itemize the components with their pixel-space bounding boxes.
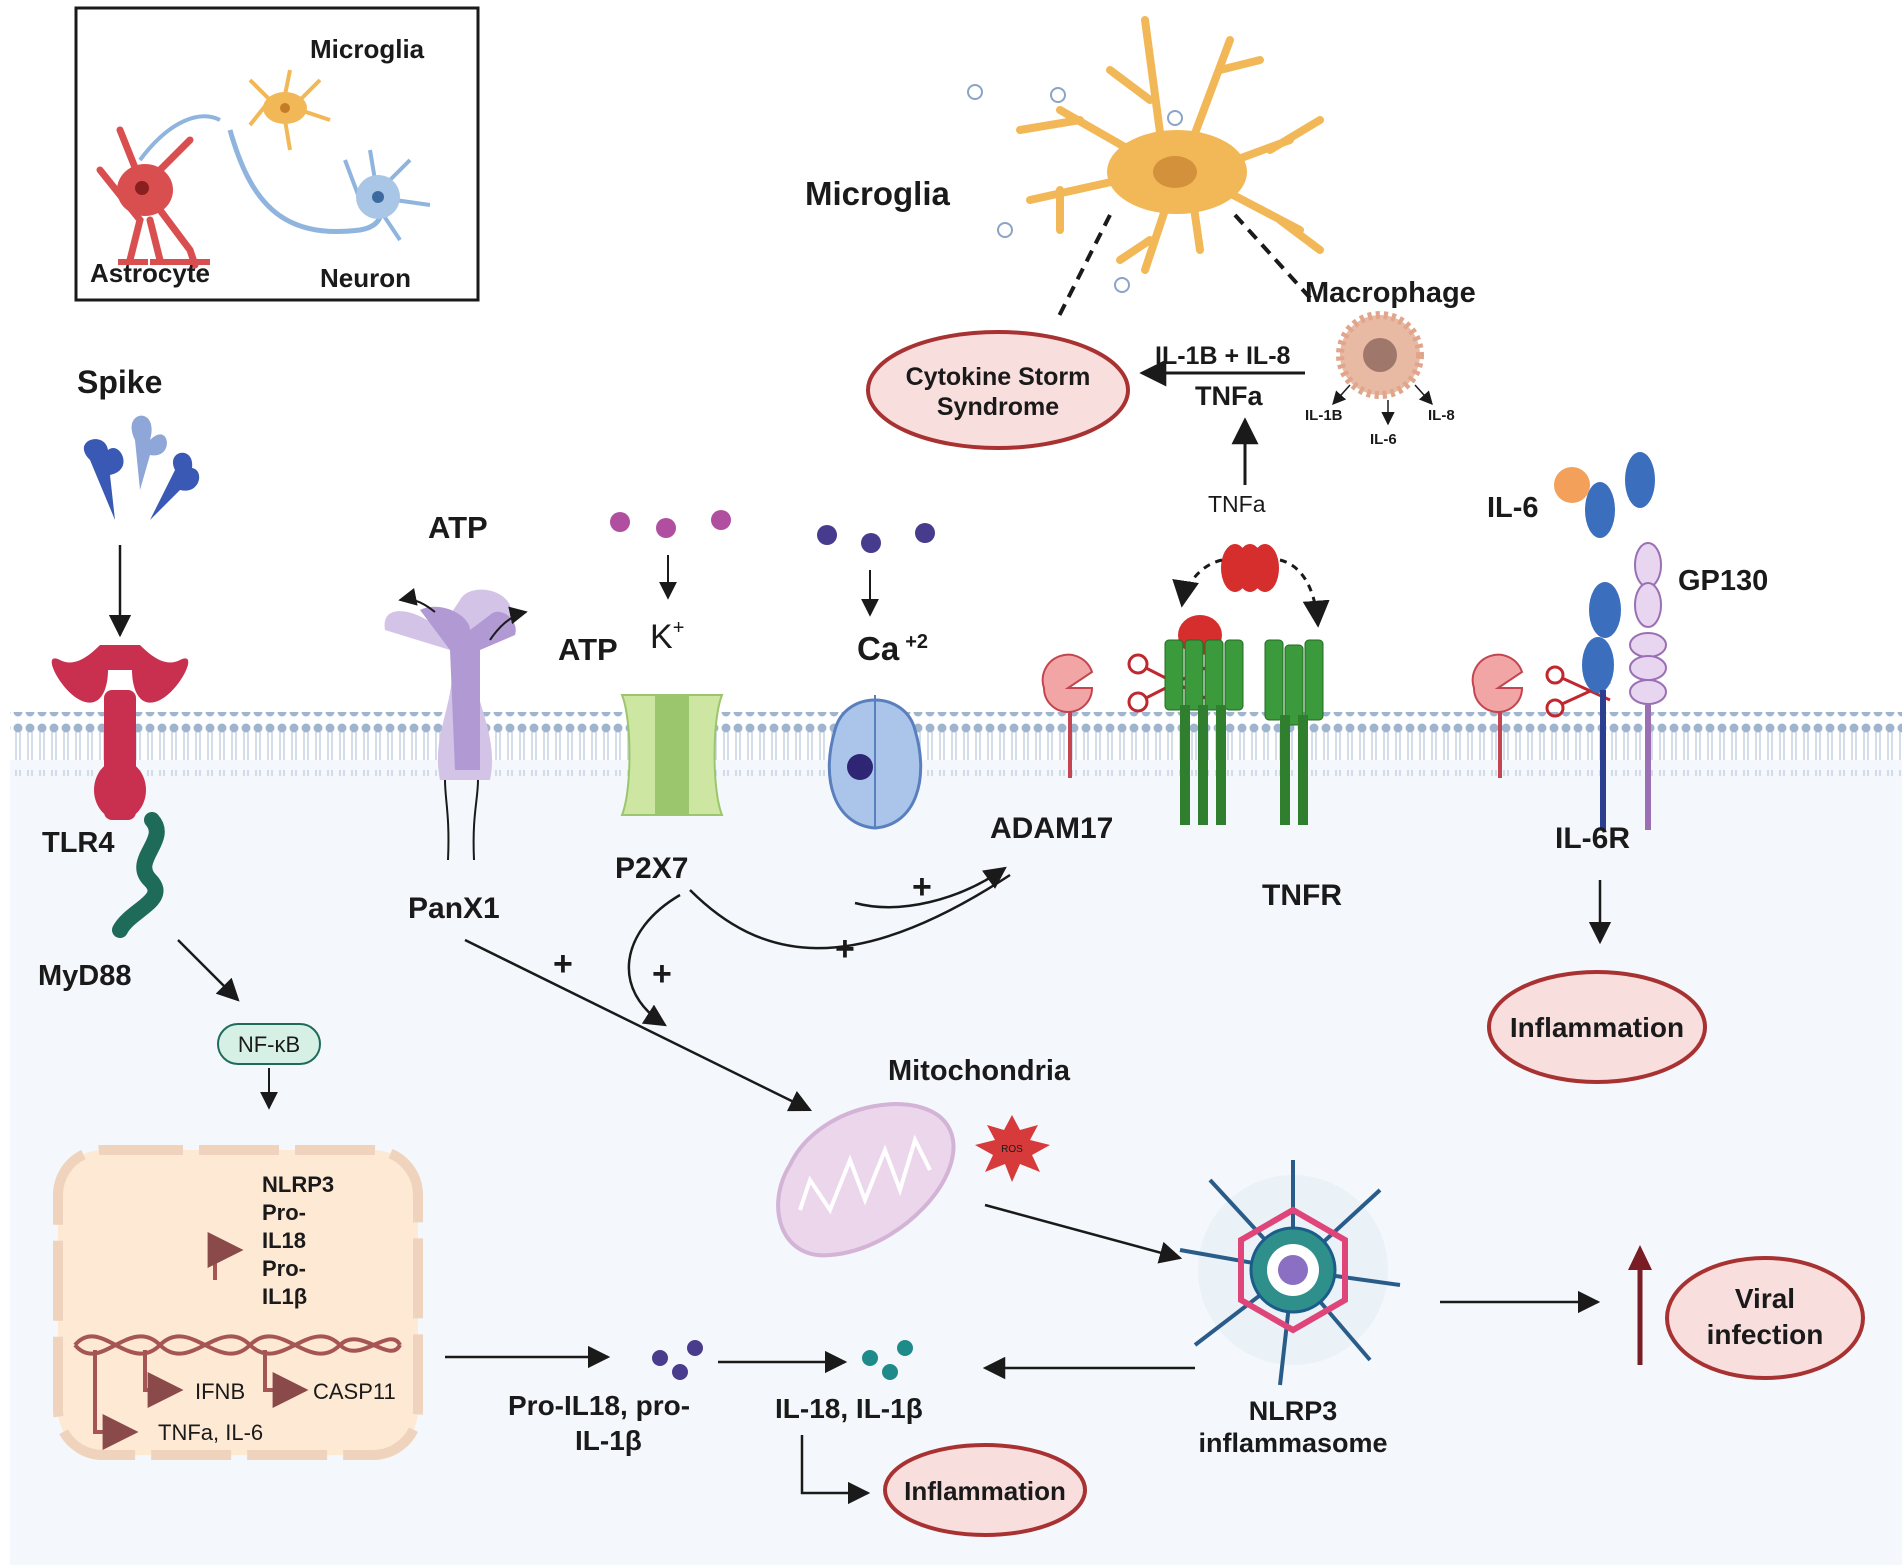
mature-cytokine-dots — [862, 1340, 913, 1380]
k-ion-label: K+ — [650, 617, 684, 656]
tnfr-label: TNFR — [1262, 879, 1342, 912]
ca-ion-label: Ca+2 — [857, 630, 928, 667]
mitochondria-icon — [776, 1102, 956, 1258]
inset-microglia-icon — [248, 69, 331, 151]
cytokine-storm-bubble: Cytokine Storm Syndrome — [866, 330, 1130, 450]
tnfr-right-icon — [1264, 639, 1324, 825]
il6-ligand-icon — [1554, 452, 1655, 538]
nfkb-badge: NF-κB — [217, 1023, 321, 1065]
cell-membrane — [10, 712, 1902, 776]
panx1-channel-icon — [384, 588, 528, 861]
tnfa-il6-label: TNFa, IL-6 — [158, 1420, 263, 1445]
gene-line-5: IL1β — [262, 1284, 307, 1309]
microglia-label: Microglia — [805, 175, 951, 212]
myd88-icon — [112, 812, 165, 938]
panx1-label: PanX1 — [408, 892, 500, 925]
astrocyte-icon — [96, 126, 210, 269]
gene-line-4: Pro- — [262, 1256, 306, 1281]
gene-line-2: Pro- — [262, 1200, 306, 1225]
arrow-p2x7-adam17 — [689, 873, 1011, 950]
il6r-label: IL-6R — [1555, 822, 1630, 855]
dashed-arrow-left — [1172, 558, 1223, 608]
inset-neuron-label: Neuron — [320, 263, 411, 293]
atp-label-side: ATP — [558, 632, 618, 667]
arrow-panx1-mito — [464, 938, 813, 1112]
tnfr-left-icon — [1164, 615, 1244, 825]
ros-burst-icon: ROS — [975, 1115, 1050, 1182]
arrow-mito-nlrp3 — [984, 1203, 1183, 1264]
spike-protein-icon — [83, 415, 200, 520]
p2x7-channel-icon — [620, 694, 724, 816]
tlr4-label: TLR4 — [42, 827, 115, 859]
il6r-receptor-icon — [1582, 582, 1621, 830]
plus-sign-3: + — [835, 930, 855, 968]
arrow-ca-adam17 — [854, 866, 1007, 909]
inflammation-bubble-right: Inflammation — [1487, 970, 1707, 1084]
svg-text:Syndrome: Syndrome — [937, 393, 1059, 421]
inflammation-bubble-bottom: Inflammation — [883, 1443, 1087, 1537]
pro-il18-label-1: Pro-IL18, pro- — [508, 1390, 690, 1421]
svg-text:infection: infection — [1707, 1319, 1824, 1350]
up-arrow-icon — [1628, 1245, 1652, 1365]
myd88-label: MyD88 — [38, 960, 132, 992]
dashed-arrow-right — [1279, 558, 1330, 628]
il1b-il8-label: IL-1B + IL-8 — [1155, 342, 1291, 370]
casp11-label: CASP11 — [313, 1379, 396, 1404]
potassium-ions — [610, 510, 731, 538]
il6-label: IL-6 — [1487, 492, 1539, 524]
viral-infection-bubble: Viral infection — [1665, 1256, 1865, 1380]
nucleus — [53, 1145, 423, 1460]
inset-panel: Microglia Astrocyte Neuron — [74, 6, 480, 302]
svg-text:Cytokine Storm: Cytokine Storm — [906, 363, 1091, 391]
calcium-ions — [817, 523, 935, 553]
neuron-icon — [343, 149, 431, 242]
arrow-to-inflammation-bottom — [800, 1435, 871, 1505]
nlrp3-label-1: NLRP3 — [1249, 1396, 1338, 1426]
adam17-left-icon — [1041, 653, 1094, 778]
macrophage-icon — [1332, 311, 1433, 426]
plus-sign-2: + — [652, 955, 672, 993]
plus-sign-1: + — [553, 945, 573, 983]
adam17-right-icon — [1471, 653, 1524, 778]
p2x7-label: P2X7 — [615, 852, 688, 885]
inset-microglia-label: Microglia — [310, 34, 425, 64]
svg-text:Viral: Viral — [1735, 1283, 1795, 1314]
microglia-cell-icon — [1016, 16, 1324, 274]
nlrp3-label-2: inflammasome — [1198, 1428, 1387, 1458]
gp130-label: GP130 — [1678, 565, 1768, 597]
arrow-p2x7-mito — [627, 893, 681, 1027]
calcium-channel-icon — [827, 695, 923, 830]
mitochondria-label: Mitochondria — [888, 1055, 1071, 1087]
mac-il8-label: IL-8 — [1428, 407, 1455, 424]
tlr4-receptor-icon — [51, 645, 189, 820]
adam17-label: ADAM17 — [990, 812, 1113, 845]
dashed-link-left — [1056, 214, 1112, 319]
inset-astrocyte-label: Astrocyte — [90, 258, 210, 288]
gene-line-1: NLRP3 — [262, 1172, 334, 1197]
gene-line-3: IL18 — [262, 1228, 306, 1253]
macrophage-label: Macrophage — [1305, 277, 1476, 309]
arrow-myd88-nfkb — [177, 939, 240, 1002]
spike-label: Spike — [77, 364, 162, 400]
nlrp3-inflammasome-icon — [1179, 1160, 1401, 1386]
pro-il18-label-2: IL-1β — [575, 1425, 642, 1456]
tnfa-label-small: TNFa — [1208, 491, 1266, 517]
tnfa-label-top: TNFa — [1195, 381, 1263, 411]
svg-text:ROS: ROS — [1001, 1144, 1023, 1155]
svg-text:NF-κB: NF-κB — [238, 1032, 300, 1057]
tnfa-trimer-icon — [1221, 544, 1279, 592]
plus-sign-4: + — [912, 868, 932, 906]
il18-il1b-label: IL-18, IL-1β — [775, 1393, 923, 1424]
mac-il1b-label: IL-1B — [1305, 407, 1343, 424]
atp-label-top: ATP — [428, 510, 488, 545]
gp130-receptor-icon — [1629, 542, 1667, 830]
mac-il6-label: IL-6 — [1370, 431, 1397, 448]
svg-text:Inflammation: Inflammation — [1510, 1012, 1684, 1043]
pro-cytokine-dots — [652, 1340, 703, 1380]
svg-text:Inflammation: Inflammation — [904, 1476, 1066, 1506]
virus-particles — [967, 84, 1183, 293]
ifnb-label: IFNB — [195, 1379, 245, 1404]
